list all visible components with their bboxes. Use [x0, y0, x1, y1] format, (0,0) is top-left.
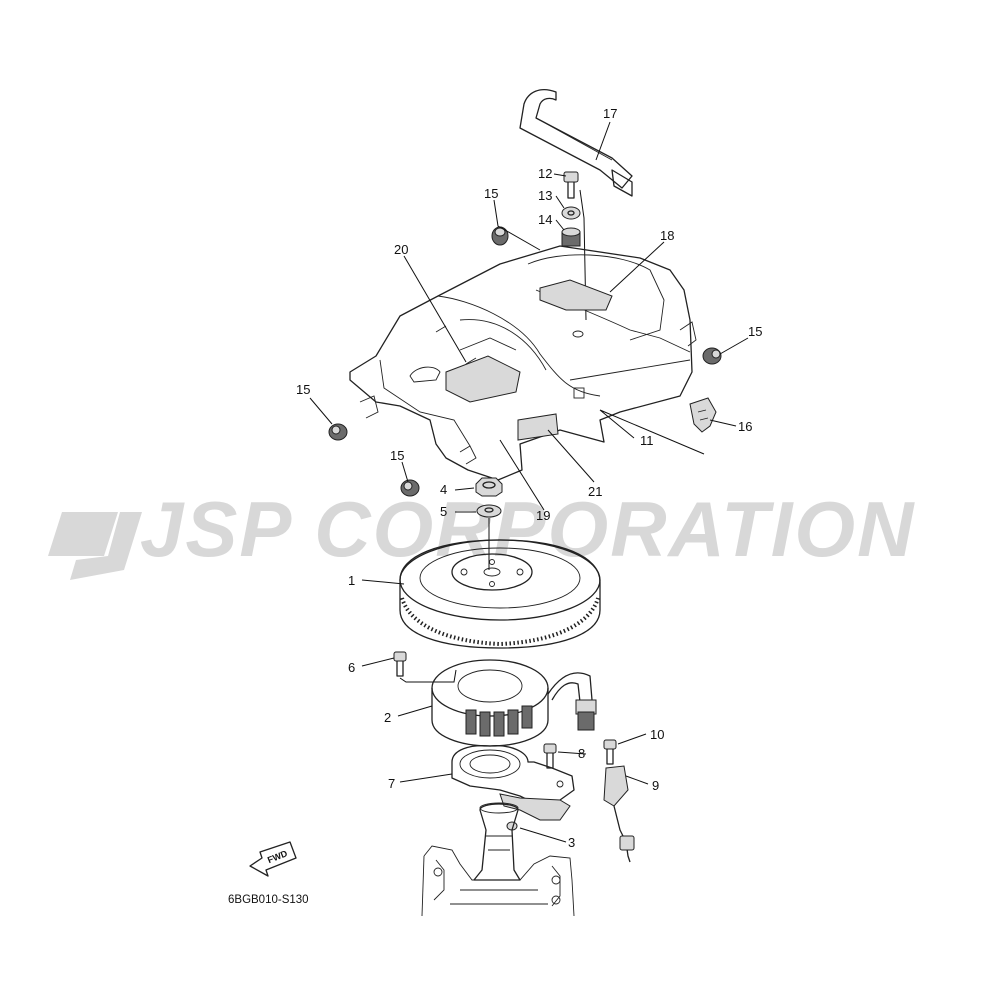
pulser-coil-part [603, 765, 635, 863]
stator-base-part [451, 744, 575, 821]
callout-18: 18 [660, 228, 674, 243]
grommet-14 [561, 227, 581, 247]
callout-4: 4 [440, 482, 447, 497]
washer-5 [476, 504, 502, 518]
flywheel-cover-part [349, 245, 697, 481]
callout-6: 6 [348, 660, 355, 675]
connector-16 [689, 397, 717, 433]
callout-20: 20 [394, 242, 408, 257]
grommet-15-left [328, 423, 348, 441]
crankshaft-part [473, 802, 521, 881]
callout-17: 17 [603, 106, 617, 121]
nut-4 [475, 477, 503, 497]
callout-13: 13 [538, 188, 552, 203]
watermark-logo: JSP CORPORATION [48, 485, 915, 580]
leader-lines [309, 121, 749, 843]
callout-labels: 17 12 13 14 15 18 20 15 15 16 15 11 4 5 … [296, 106, 762, 850]
callout-19: 19 [536, 508, 550, 523]
callout-11: 11 [640, 433, 654, 448]
callout-5: 5 [440, 504, 447, 519]
grommet-15-bottom [400, 479, 420, 497]
grommet-15-right [702, 347, 722, 365]
grommet-15-top [491, 226, 509, 246]
callout-15-right: 15 [748, 324, 762, 339]
watermark-text: JSP CORPORATION [140, 485, 915, 573]
fwd-arrow-icon: FWD [249, 841, 297, 877]
callout-2: 2 [384, 710, 391, 725]
callout-9: 9 [652, 778, 659, 793]
stator-part [431, 659, 597, 747]
bolt-10 [603, 739, 617, 765]
bolt-6 [393, 651, 407, 677]
engine-block [421, 845, 575, 917]
diagram-code: 6BGB010-S130 [228, 894, 309, 906]
callout-14: 14 [538, 212, 552, 227]
callout-21: 21 [588, 484, 602, 499]
callout-15-left: 15 [296, 382, 310, 397]
bolt-8 [543, 743, 557, 769]
callout-15-bottom: 15 [390, 448, 404, 463]
callout-8: 8 [578, 746, 585, 761]
callout-3: 3 [568, 835, 575, 850]
callout-1: 1 [348, 573, 355, 588]
callout-12: 12 [538, 166, 552, 181]
callout-15-top: 15 [484, 186, 498, 201]
callout-10: 10 [650, 727, 664, 742]
flywheel-part [399, 539, 601, 649]
washer-13 [561, 206, 581, 220]
callout-7: 7 [388, 776, 395, 791]
callout-16: 16 [738, 419, 752, 434]
hose-part [519, 89, 633, 197]
bolt-12 [563, 171, 579, 199]
